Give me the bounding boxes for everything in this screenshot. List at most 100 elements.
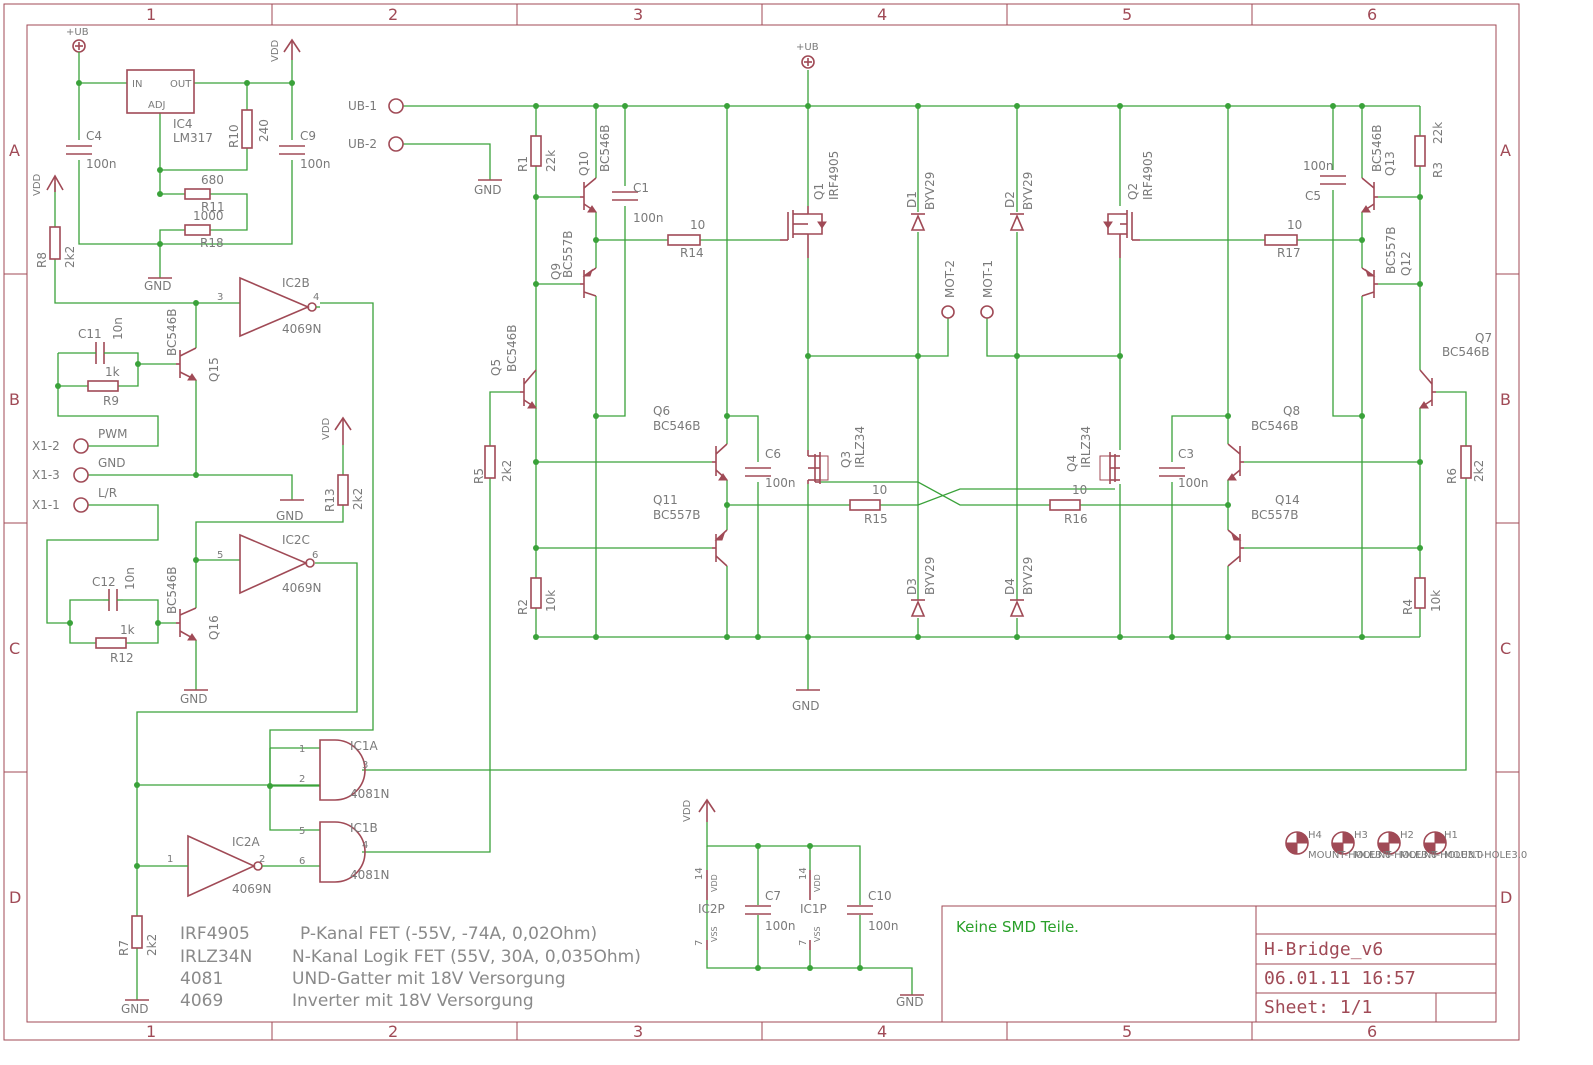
label-components-ic1a-value: 4081N <box>350 787 390 801</box>
label-components-q14-name: Q14 <box>1275 493 1300 507</box>
junctions <box>55 80 1423 971</box>
note-desc-4: Inverter mit 18V Versorgung <box>292 991 534 1011</box>
col-label-top-2: 2 <box>388 5 398 24</box>
label-components-c1-value: 100n <box>633 211 664 225</box>
label-components-ic1b-value: 4081N <box>350 868 390 882</box>
label-components-ic2p-pin_vdd: 14 <box>694 867 705 880</box>
label-components-ic1p-pin_vss: 7 <box>798 940 809 946</box>
bjt-transistors: BC546B Q15 BC546B Q16 Q10 BC546B Q9 BC55… <box>165 124 1492 641</box>
label-components-ic1b-pin_out: 4 <box>362 840 368 851</box>
label-components-ic1a-pin_a: 1 <box>299 744 305 755</box>
label-components-ic2a-value: 4069N <box>232 882 272 896</box>
label-components-q2-name: Q2 <box>1126 183 1140 200</box>
col-label-bottom-4: 4 <box>877 1022 887 1041</box>
note-desc-1: P-Kanal FET (-55V, -74A, 0,02Ohm) <box>300 924 597 944</box>
label-components-r14-value: 10 <box>690 218 705 232</box>
pad-ub1: UB-1 <box>348 99 377 113</box>
label-components-c5-name: C5 <box>1305 189 1321 203</box>
label-components-holes-0-name: H4 <box>1308 830 1322 841</box>
note-desc-3: UND-Gatter mit 18V Versorgung <box>292 969 566 989</box>
label-components-c4-name: C4 <box>86 129 102 143</box>
label-components-c11-value: 10n <box>111 317 125 340</box>
net-pwm: PWM <box>98 427 127 441</box>
label-components-c5-value: 100n <box>1303 159 1334 173</box>
pad-mot2: MOT-2 <box>943 260 957 298</box>
label-components-d1-value: BYV29 <box>923 172 937 210</box>
row-label-left-a: A <box>9 141 20 160</box>
col-label-top-5: 5 <box>1122 5 1132 24</box>
supply-ub-regulator: +UB <box>66 27 89 60</box>
net-label-vdd: VDD <box>321 417 332 440</box>
label-components-c7-name: C7 <box>765 889 781 903</box>
label-components-ic2a-pin_in: 1 <box>167 854 173 865</box>
supply-ub-bridge: +UB <box>796 42 819 69</box>
col-label-bottom-1: 1 <box>146 1022 156 1041</box>
label-components-ic2b-name: IC2B <box>282 276 310 290</box>
label-components-r11-value: 680 <box>201 173 224 187</box>
label-components-q7-value: BC546B <box>1442 345 1490 359</box>
label-nets-gnd: GND <box>474 183 502 197</box>
label-components-c6-value: 100n <box>765 476 796 490</box>
pad-x1-2: X1-2 <box>32 439 60 453</box>
label-components-r13-name: R13 <box>323 488 337 512</box>
label-components-q16-name: Q16 <box>207 615 221 640</box>
row-label-left-c: C <box>9 639 20 658</box>
label-components-r8-value: 2k2 <box>63 246 77 268</box>
note-desc-2: N-Kanal Logik FET (55V, 30A, 0,035Ohm) <box>292 947 641 967</box>
logic-gates: 3 4 IC2B 4069N 5 6 IC2C 4069N 1 2 IC2A 4… <box>167 276 390 898</box>
label-components-q8-value: BC546B <box>1251 419 1299 433</box>
label-components-q1-name: Q1 <box>812 183 826 200</box>
label-components-r4-value: 10k <box>1429 590 1443 612</box>
label-components-q13-value: BC546B <box>1370 124 1384 172</box>
label-components-r16-name: R16 <box>1064 512 1088 526</box>
label-components-q16-value: BC546B <box>165 566 179 614</box>
label-components-q11-value: BC557B <box>653 508 701 522</box>
note-part-2: IRLZ34N <box>180 947 252 967</box>
drawing-frame: 1 2 3 4 5 6 1 2 3 4 5 6 A B C D A B C D <box>3 3 1520 1041</box>
label-components-q15-value: BC546B <box>165 308 179 356</box>
label-components-holes-1-value: MOUNT-HOLE3.0 <box>1354 850 1437 861</box>
label-components-d4-value: BYV29 <box>1021 557 1035 595</box>
label-components-ic1b-pin_b: 6 <box>299 856 305 867</box>
label-components-ic2c-pin_in: 5 <box>217 550 223 561</box>
label-components-q10-value: BC546B <box>598 124 612 172</box>
net-label-vdd: VDD <box>32 173 43 196</box>
label-components-q8-name: Q8 <box>1283 404 1300 418</box>
label-components-q3-value: IRLZ34 <box>853 426 867 468</box>
title-block: Keine SMD Teile. H-Bridge_v6 06.01.11 16… <box>941 905 1497 1023</box>
row-label-left-b: B <box>9 390 20 409</box>
row-label-right-c: C <box>1500 639 1511 658</box>
label-components-r17-name: R17 <box>1277 246 1301 260</box>
label-components-r2-value: 10k <box>544 590 558 612</box>
net-gnd-label: GND <box>98 456 126 470</box>
label-components-q5-name: Q5 <box>489 359 503 376</box>
note-part-3: 4081 <box>180 969 223 989</box>
label-components-r11-name: R11 <box>201 200 225 214</box>
label-components-r6-value: 2k2 <box>1472 460 1486 482</box>
label-components-c4-value: 100n <box>86 157 117 171</box>
label-components-r2-name: R2 <box>516 599 530 615</box>
label-components-ic2a-pin_out: 2 <box>259 854 265 865</box>
label-nets-gnd: GND <box>276 509 304 523</box>
label-components-ic2c-name: IC2C <box>282 533 310 547</box>
label-components-holes-1-name: H3 <box>1354 830 1368 841</box>
label-components-ic1p-vdd: VDD <box>813 874 822 892</box>
label-components-c3-name: C3 <box>1178 447 1194 461</box>
label-components-r3-value: 22k <box>1431 122 1445 144</box>
label-components-c7-value: 100n <box>765 919 796 933</box>
row-label-right-a: A <box>1500 141 1511 160</box>
label-components-r9-value: 1k <box>105 365 120 379</box>
label-components-r7-value: 2k2 <box>145 934 159 956</box>
label-components-q13-name: Q13 <box>1383 151 1397 176</box>
label-components-ic1a-pin_out: 3 <box>362 760 368 771</box>
label-components-c10-name: C10 <box>868 889 892 903</box>
part-notes: IRF4905 P-Kanal FET (-55V, -74A, 0,02Ohm… <box>180 924 641 1011</box>
ic-power-pins: 14 VDD IC2P 7 VSS 14 VDD IC1P 7 VSS <box>694 846 827 950</box>
row-label-left-d: D <box>9 888 21 907</box>
net-lr: L/R <box>98 486 117 500</box>
label-components-d4-name: D4 <box>1003 578 1017 595</box>
label-components-q5-value: BC546B <box>505 324 519 372</box>
label-components-r12-value: 1k <box>120 623 135 637</box>
label-components-ic1p-name: IC1P <box>800 902 827 916</box>
label-components-c6-name: C6 <box>765 447 781 461</box>
